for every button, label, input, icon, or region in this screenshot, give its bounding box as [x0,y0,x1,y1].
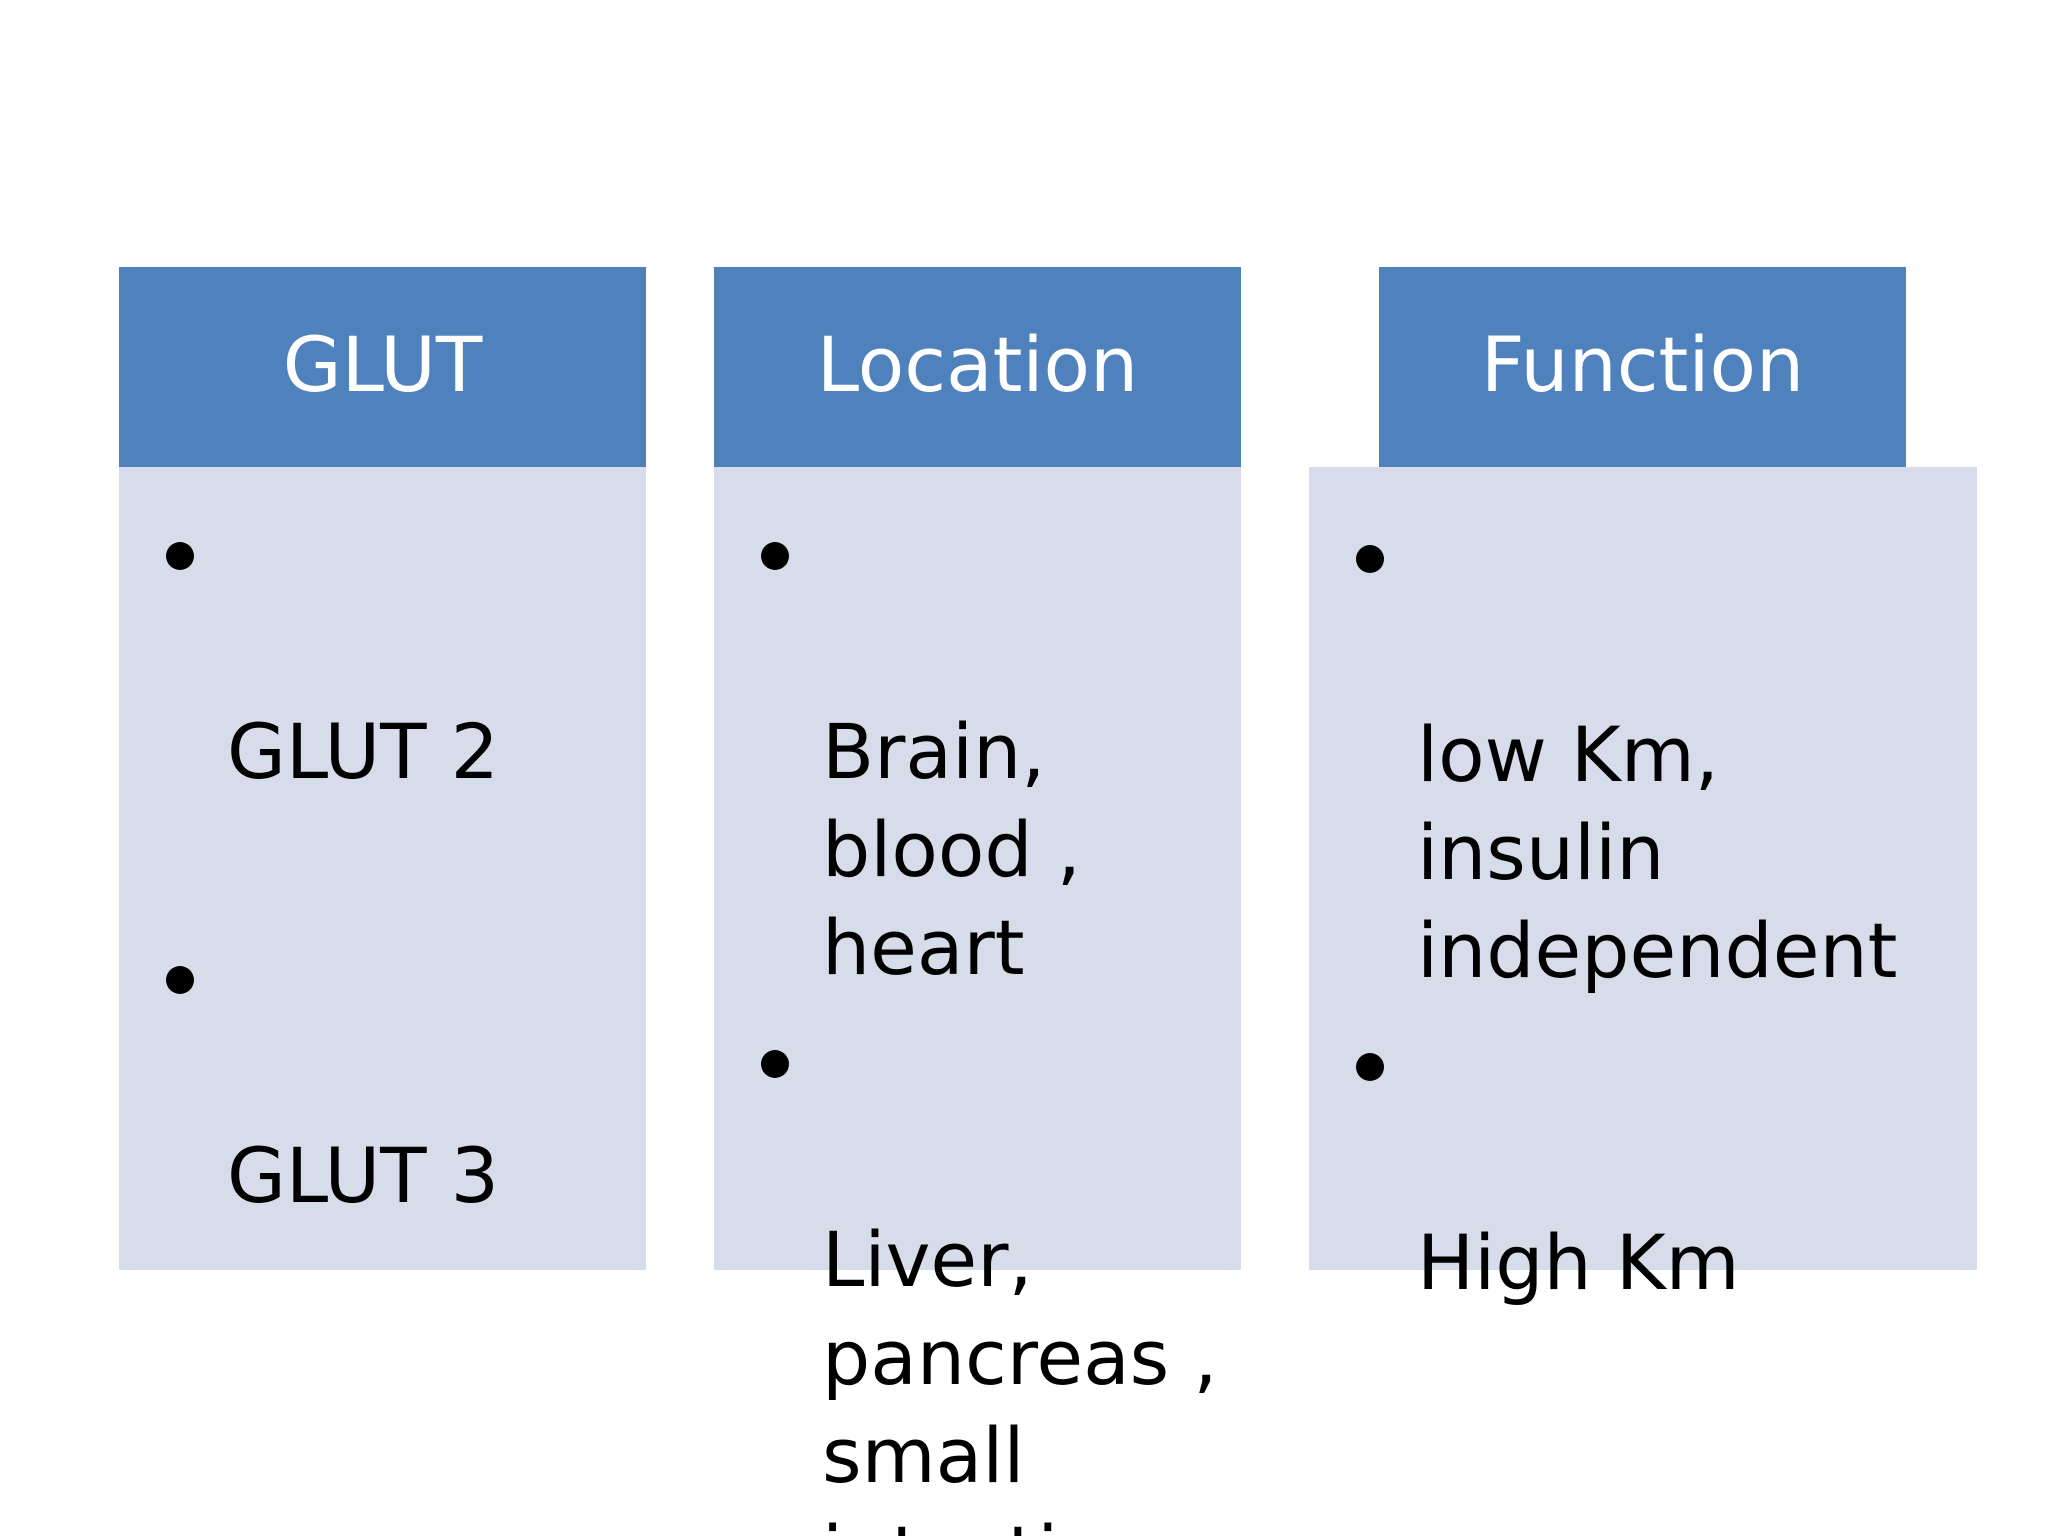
bullet-icon [761,1050,789,1078]
list-item-text: GLUT 2 [227,707,500,796]
list-item: GLUT 3 [119,931,646,1225]
bullet-icon [166,542,194,570]
list-item-text: Liver, pancreas , small intestine [822,1215,1218,1536]
header-glut: GLUT [119,267,646,467]
list-item: GLUT 2 [119,507,646,801]
bullet-icon [1356,1053,1384,1081]
list-item: Liver, pancreas , small intestine [714,1015,1241,1536]
list-item: Brain, blood , heart [714,507,1241,997]
list-item-text: High Km [1417,1218,1740,1307]
header-function-label: Function [1480,320,1805,409]
panel-glut: GLUT 2 GLUT 3 [119,467,646,1270]
list-item-text: low Km, insulin independent [1417,710,1898,995]
header-location-label: Location [816,320,1139,409]
bullet-icon [761,542,789,570]
panel-function: low Km, insulin independent High Km [1309,467,1977,1307]
list-item-text: GLUT 3 [227,1131,500,1220]
bullet-icon [1356,545,1384,573]
list-item: low Km, insulin independent [1309,510,1977,1000]
location-list: Brain, blood , heart Liver, pancreas , s… [714,507,1241,1536]
bullet-icon [166,966,194,994]
header-location: Location [714,267,1241,467]
list-item: High Km [1309,1018,1977,1312]
function-list: low Km, insulin independent High Km [1309,510,1977,1312]
header-function: Function [1379,267,1906,467]
glut-list: GLUT 2 GLUT 3 [119,507,646,1225]
header-glut-label: GLUT [282,320,483,409]
panel-location: Brain, blood , heart Liver, pancreas , s… [714,467,1241,1536]
list-item-text: Brain, blood , heart [822,707,1081,992]
